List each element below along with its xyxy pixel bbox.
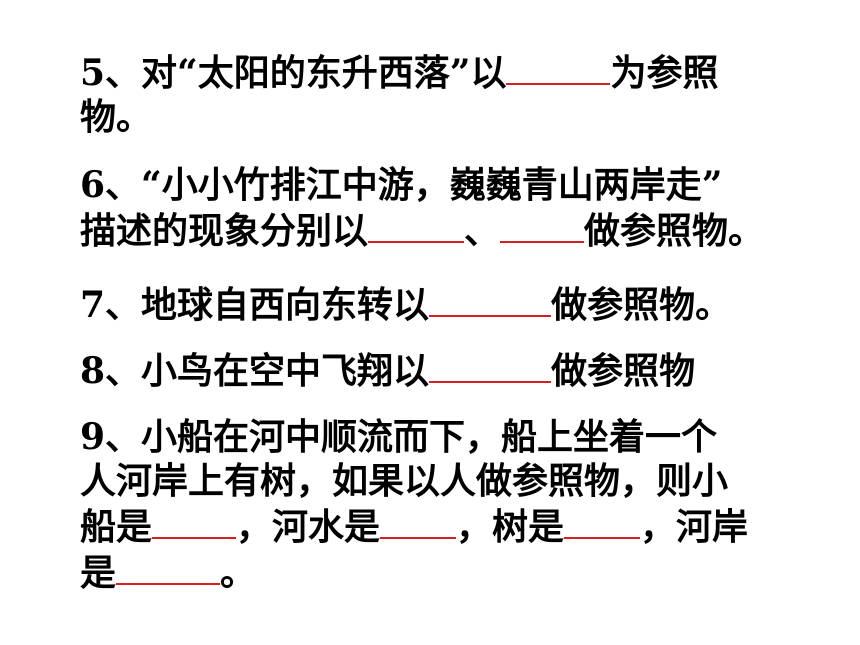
question-6-line-2: 描述的现象分别以 、 做参照物。 (80, 207, 790, 253)
question-9-line-1: 9、小船在河中顺流而下，船上坐着一个 (80, 415, 790, 459)
answer-blank[interactable] (429, 347, 552, 383)
question-text: 5、对“太阳的东升西落”以 (80, 52, 507, 94)
question-9-line-3: 船是 ，河水是 ，树是 ，河岸 (80, 503, 790, 549)
answer-blank[interactable] (116, 549, 221, 585)
question-text: 是 (80, 552, 117, 594)
question-text: 7、地球自西向东转以 (80, 284, 430, 326)
question-text: 做参照物 (551, 350, 696, 392)
answer-blank[interactable] (152, 503, 237, 539)
question-text: 人河岸上有树，如果以人做参照物，则小 (80, 460, 729, 502)
answer-blank[interactable] (506, 49, 611, 85)
answer-blank[interactable] (564, 503, 641, 539)
question-9-line-4: 是。 (80, 549, 790, 595)
question-text: 物。 (80, 96, 153, 138)
question-9-line-2: 人河岸上有树，如果以人做参照物，则小 (80, 459, 790, 503)
question-text: 8、小鸟在空中飞翔以 (80, 350, 430, 392)
question-8-line-1: 8、小鸟在空中飞翔以 做参照物 (80, 347, 790, 393)
question-text: ，树是 (456, 506, 565, 548)
answer-blank[interactable] (500, 207, 585, 243)
question-text: 为参照 (610, 52, 719, 94)
question-7-line-1: 7、地球自西向东转以 做参照物。 (80, 281, 790, 327)
question-text: ，河岸 (640, 506, 749, 548)
question-text: 做参照物。 (551, 284, 732, 326)
question-7: 7、地球自西向东转以 做参照物。 (80, 281, 790, 327)
question-6: 6、“小小竹排江中游，巍巍青山两岸走” 描述的现象分别以 、 做参照物。 (80, 163, 790, 253)
question-5: 5、对“太阳的东升西落”以 为参照 物。 (80, 49, 790, 139)
question-text: 。 (220, 552, 257, 594)
question-text: 6、“小小竹排江中游，巍巍青山两岸走” (80, 164, 723, 206)
question-5-line-2: 物。 (80, 95, 790, 139)
answer-blank[interactable] (380, 503, 457, 539)
question-text: 做参照物。 (584, 210, 765, 252)
question-text: 、 (464, 210, 501, 252)
question-text: ，河水是 (236, 506, 381, 548)
question-text: 船是 (80, 506, 153, 548)
question-5-line-1: 5、对“太阳的东升西落”以 为参照 (80, 49, 790, 95)
answer-blank[interactable] (368, 207, 465, 243)
question-6-line-1: 6、“小小竹排江中游，巍巍青山两岸走” (80, 163, 790, 207)
question-text: 9、小船在河中顺流而下，船上坐着一个 (80, 416, 718, 458)
question-8: 8、小鸟在空中飞翔以 做参照物 (80, 347, 790, 393)
answer-blank[interactable] (429, 281, 552, 317)
question-text: 描述的现象分别以 (80, 210, 369, 252)
question-9: 9、小船在河中顺流而下，船上坐着一个 人河岸上有树，如果以人做参照物，则小 船是… (80, 415, 790, 595)
